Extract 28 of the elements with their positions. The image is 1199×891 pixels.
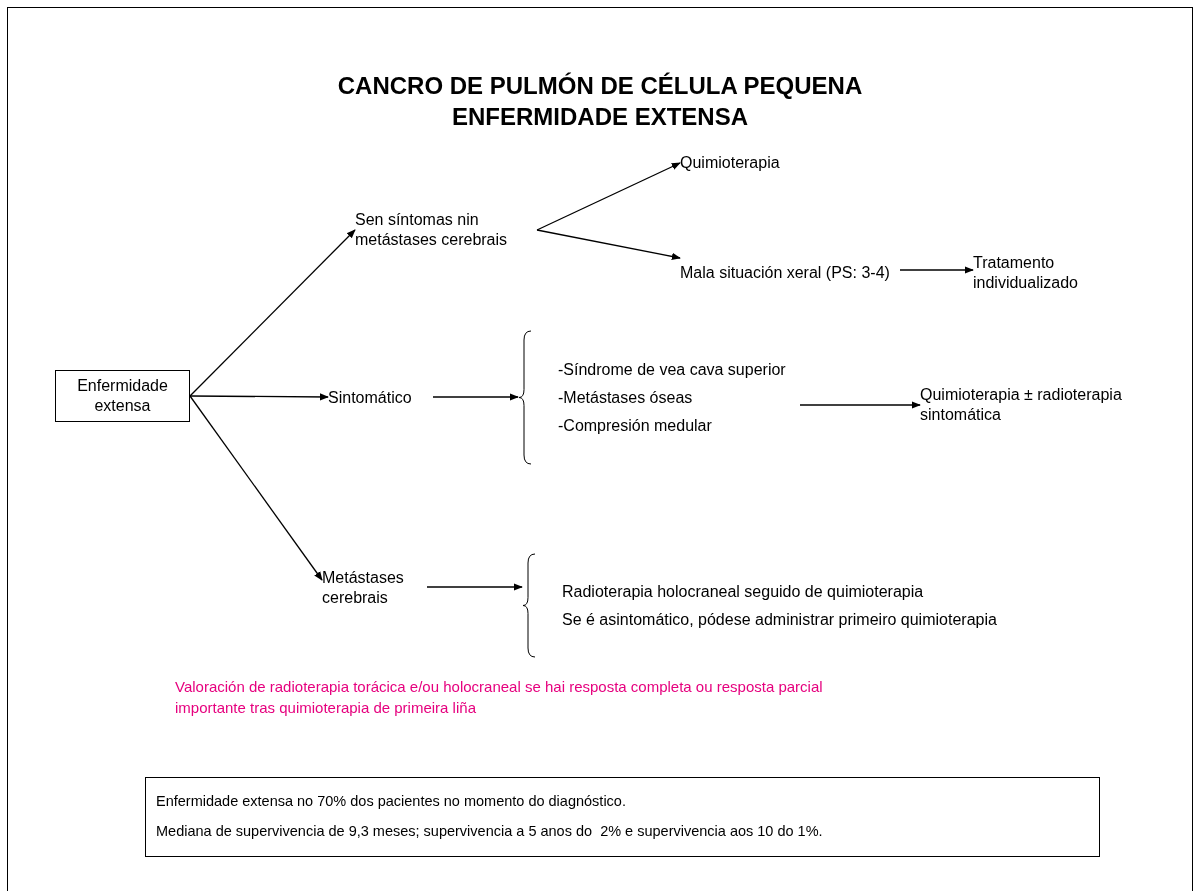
note-text: Valoración de radioterapia torácica e/ou holocraneal se hai resposta completa ou resposta parcial importante tras quimioterapia de primeira liña <box>175 677 824 718</box>
node-label: Sen síntomas nin metástases cerebrais <box>355 210 509 250</box>
arrow <box>426 583 523 591</box>
node-label: Tratamento individualizado <box>973 253 1079 293</box>
node-label: Sintomático <box>328 388 413 408</box>
arrow <box>432 393 519 401</box>
list-item: -Compresión medular <box>558 415 713 436</box>
arrow <box>799 401 921 409</box>
note-text: Enfermidade extensa no 70% dos pacientes no momento do diagnóstico. <box>156 792 627 812</box>
title: CANCRO DE PULMÓN DE CÉLULA PEQUENA ENFERMIDADE EXTENSA <box>336 71 864 133</box>
arrow <box>536 229 681 260</box>
node-label: Metástases cerebrais <box>322 568 405 608</box>
arrow <box>189 395 323 581</box>
list-item: -Metástases óseas <box>558 387 694 408</box>
arrow <box>189 229 356 397</box>
process-box <box>55 370 190 422</box>
note-box <box>145 777 1100 857</box>
arrow <box>189 393 329 401</box>
note-text: Mediana de supervivencia de 9,3 meses; supervivencia a 5 anos do 2% e supervivencia aos 10 do 1%. <box>156 822 824 841</box>
list-item: -Síndrome de vea cava superior <box>558 359 787 380</box>
node-label: Mala situación xeral (PS: 3-4) <box>680 263 891 283</box>
list-item: Radioterapia holocraneal seguido de quimioterapia <box>562 581 925 602</box>
node-label: Quimioterapia <box>680 153 781 173</box>
list-item: Se é asintomático, pódese administrar primeiro quimioterapia <box>562 609 998 630</box>
box-label: Enfermidade extensa <box>76 376 169 416</box>
arrow <box>899 266 974 274</box>
arrow <box>536 162 681 231</box>
node-label: Quimioterapia ± radioterapia sintomática <box>920 385 1123 425</box>
